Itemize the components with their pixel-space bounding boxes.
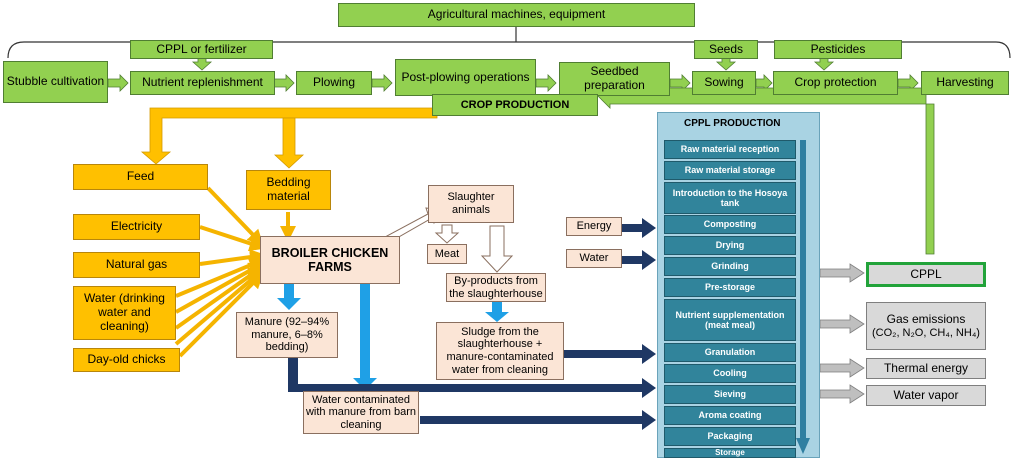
crop-step-post-plowing: Post-plowing operations bbox=[395, 59, 536, 96]
slaughter-to-meat-arrow bbox=[434, 224, 460, 244]
water-contaminated-box: Water contaminated with manure from barn… bbox=[303, 391, 419, 434]
crop-step-arrows bbox=[107, 74, 919, 92]
cppl-step-granulation: Granulation bbox=[664, 343, 796, 362]
cppl-step-drying: Drying bbox=[664, 236, 796, 255]
crop-step-harvesting: Harvesting bbox=[921, 71, 1009, 95]
cppl-step-cooling: Cooling bbox=[664, 364, 796, 383]
cppl-step-packaging: Packaging bbox=[664, 427, 796, 446]
thermal-energy-box: Thermal energy bbox=[866, 358, 986, 379]
gas-emissions-box: Gas emissions (CO₂, N₂O, CH₄, NH₄) bbox=[866, 302, 986, 350]
natural-gas-box: Natural gas bbox=[73, 252, 200, 278]
cppl-step-composting: Composting bbox=[664, 215, 796, 234]
crop-step-nutrient: Nutrient replenishment bbox=[130, 71, 275, 95]
cppl-step-supplementation: Nutrient supplementation (meat meal) bbox=[664, 299, 796, 341]
bedding-box: Bedding material bbox=[246, 170, 331, 210]
byproducts-box: By-products from the slaughterhouse bbox=[446, 273, 546, 302]
pesticides-box: Pesticides bbox=[774, 40, 902, 59]
cppl-step-grinding: Grinding bbox=[664, 257, 796, 276]
cppl-step-storage-raw: Raw material storage bbox=[664, 161, 796, 180]
seeds-box: Seeds bbox=[694, 40, 758, 59]
crop-step-protection: Crop protection bbox=[773, 71, 898, 95]
manure-box: Manure (92–94% manure, 6–8% bedding) bbox=[236, 312, 338, 358]
machines-box: Agricultural machines, equipment bbox=[338, 3, 695, 27]
cppl-fertilizer-box: CPPL or fertilizer bbox=[130, 40, 273, 59]
water-vapor-box: Water vapor bbox=[866, 385, 986, 406]
crop-production-box: CROP PRODUCTION bbox=[432, 94, 598, 116]
machines-bracket bbox=[7, 26, 1011, 59]
cppl-step-hosoya: Introduction to the Hosoya tank bbox=[664, 182, 796, 214]
meat-box: Meat bbox=[427, 244, 467, 264]
cppl-step-storage: Storage bbox=[664, 448, 796, 458]
slaughter-animals-box: Slaughter animals bbox=[428, 185, 514, 223]
feed-box: Feed bbox=[73, 164, 208, 190]
sludge-box: Sludge from the slaughterhouse + manure-… bbox=[436, 322, 564, 380]
electricity-box: Electricity bbox=[73, 214, 200, 240]
gas-emissions-formula: (CO₂, N₂O, CH₄, NH₄) bbox=[872, 326, 980, 339]
cppl-step-sieving: Sieving bbox=[664, 385, 796, 404]
cppl-output-box: CPPL bbox=[866, 262, 986, 287]
cppl-step-reception: Raw material reception bbox=[664, 140, 796, 159]
navy-input-arrows bbox=[288, 218, 656, 430]
chicks-box: Day-old chicks bbox=[73, 348, 180, 372]
crop-step-seedbed: Seedbed preparation bbox=[559, 62, 670, 96]
inputs-to-farm-lines bbox=[174, 186, 296, 358]
slaughter-to-byproduct-arrow bbox=[480, 225, 514, 273]
crop-step-stubble: Stubble cultivation bbox=[3, 61, 108, 103]
light-blue-arrows bbox=[277, 284, 509, 390]
gray-output-arrows bbox=[819, 263, 865, 404]
broiler-farm-box: BROILER CHICKEN FARMS bbox=[260, 236, 400, 284]
cppl-step-aroma: Aroma coating bbox=[664, 406, 796, 425]
water-input-box: Water (drinking water and cleaning) bbox=[73, 286, 176, 340]
water-side-box: Water bbox=[566, 249, 622, 268]
cppl-feedback-arrow bbox=[597, 83, 935, 255]
gas-emissions-title: Gas emissions bbox=[886, 311, 966, 326]
energy-box: Energy bbox=[566, 217, 622, 236]
cppl-flow-arrow bbox=[796, 140, 810, 454]
crop-to-farm-arrows bbox=[140, 107, 438, 169]
cppl-step-pre-storage: Pre-storage bbox=[664, 278, 796, 297]
crop-step-sowing: Sowing bbox=[692, 71, 756, 95]
crop-step-plowing: Plowing bbox=[296, 71, 372, 95]
cppl-production-title: CPPL PRODUCTION bbox=[684, 118, 781, 129]
